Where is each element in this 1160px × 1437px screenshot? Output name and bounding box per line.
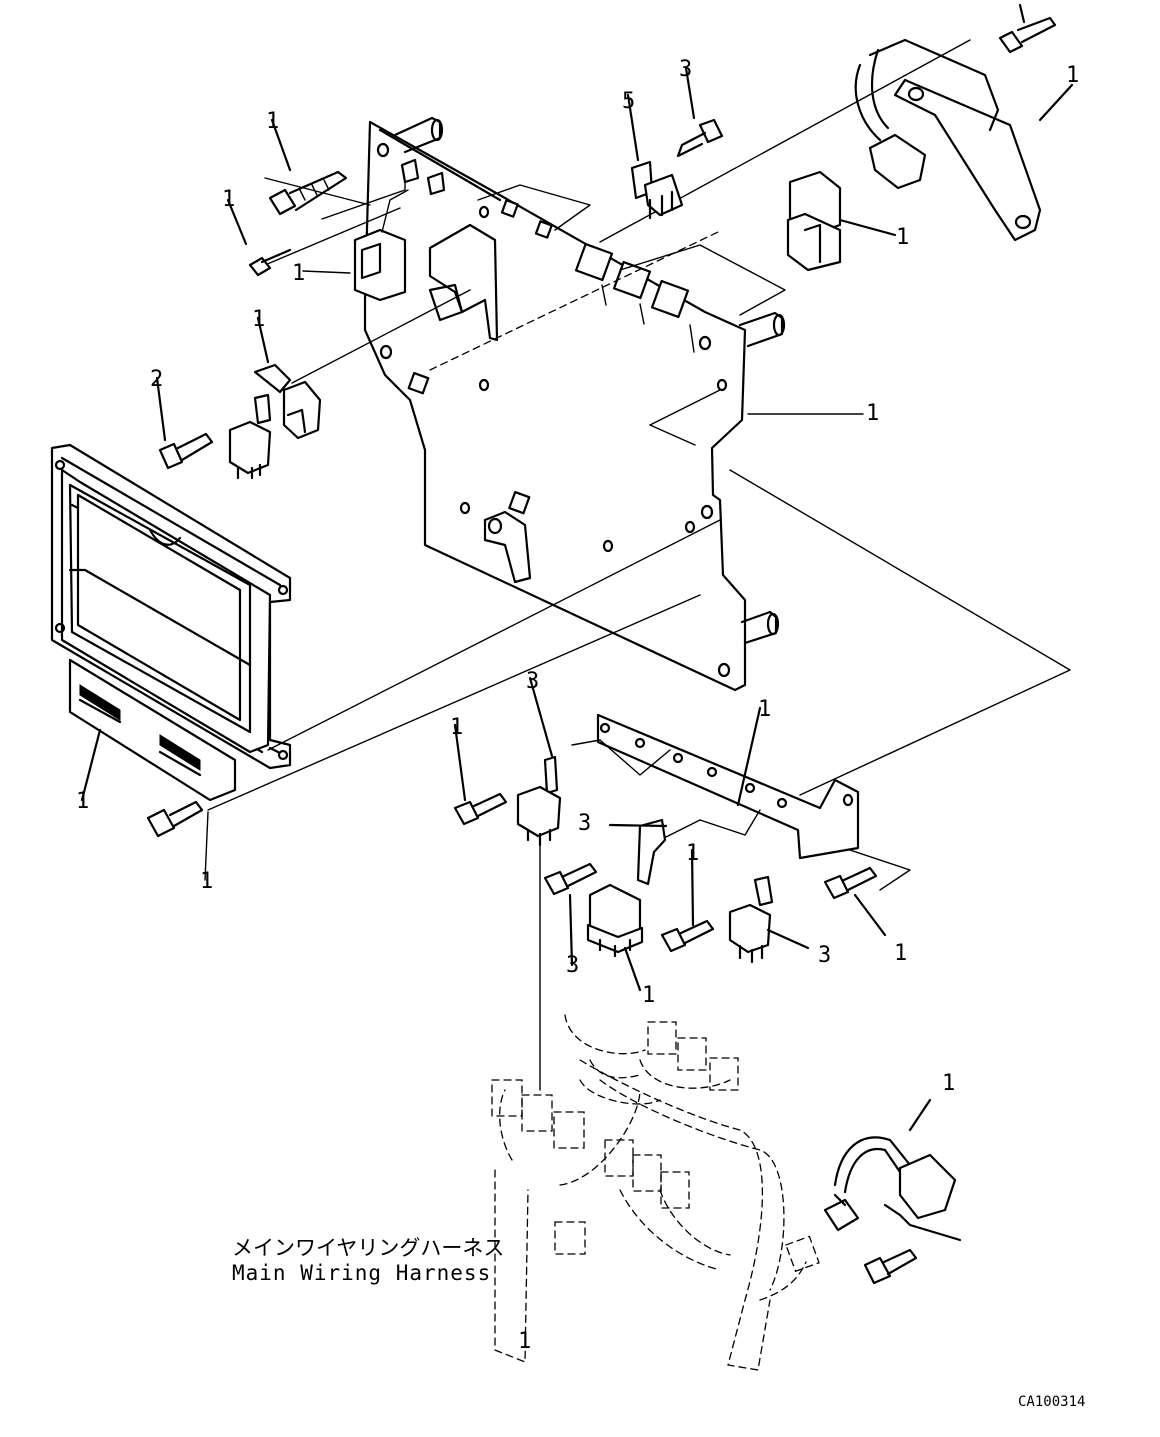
controller-unit xyxy=(50,443,292,802)
bolt-lower-left xyxy=(146,800,204,838)
callout-1: 1 xyxy=(894,941,907,966)
callout-1: 1 xyxy=(1014,0,1027,6)
callout-1: 1 xyxy=(518,1329,531,1354)
screw-small xyxy=(226,198,292,277)
callout-2: 2 xyxy=(150,367,163,392)
main-wiring-harness xyxy=(491,1014,820,1371)
callout-1: 1 xyxy=(758,697,771,722)
callout-1: 1 xyxy=(76,789,89,814)
callout-1: 1 xyxy=(942,1071,955,1096)
callout-1: 1 xyxy=(686,841,699,866)
bolt-3 xyxy=(676,66,724,158)
callout-5: 5 xyxy=(622,89,635,114)
bolt-2 xyxy=(155,376,214,470)
drawing-id: CA100314 xyxy=(1018,1394,1085,1410)
relay-lower-b xyxy=(608,818,668,886)
callout-1: 1 xyxy=(896,225,909,250)
harness-label-en: Main Wiring Harness xyxy=(232,1261,491,1285)
callout-1: 1 xyxy=(642,983,655,1008)
callout-1: 1 xyxy=(222,187,235,212)
callout-3: 3 xyxy=(818,943,831,968)
bolt-upper-left xyxy=(268,118,348,216)
callout-1: 1 xyxy=(252,307,265,332)
lower-bracket xyxy=(596,706,860,860)
relay-mid-left xyxy=(228,316,322,480)
callout-3: 3 xyxy=(566,953,579,978)
callout-1: 1 xyxy=(450,715,463,740)
callout-1: 1 xyxy=(266,109,279,134)
leader-lines xyxy=(204,39,1071,1091)
sub-harness-top xyxy=(854,3,1074,242)
callout-3: 3 xyxy=(578,811,591,836)
connector-small xyxy=(353,158,446,302)
sub-harness-bottom xyxy=(823,1098,962,1285)
bolts-lower xyxy=(453,723,887,967)
plate-holes xyxy=(376,142,731,678)
relay-lower-c xyxy=(586,883,644,992)
mounting-plate xyxy=(363,116,786,692)
callout-1: 1 xyxy=(866,401,879,426)
callouts: 1 5 3 1 1 1 1 1 1 1 2 1 1 1 3 1 3 1 3 3 … xyxy=(76,0,1079,1354)
relay-lower-a xyxy=(516,676,562,847)
harness-label-jp: メインワイヤリングハーネス xyxy=(232,1236,504,1260)
relay-5 xyxy=(626,93,684,220)
callout-1: 1 xyxy=(200,869,213,894)
callout-1: 1 xyxy=(1066,63,1079,88)
callout-3: 3 xyxy=(526,669,539,694)
callout-3: 3 xyxy=(679,57,692,82)
relay-lower-d xyxy=(728,875,810,964)
callout-1: 1 xyxy=(292,261,305,286)
relay-large xyxy=(786,170,897,272)
